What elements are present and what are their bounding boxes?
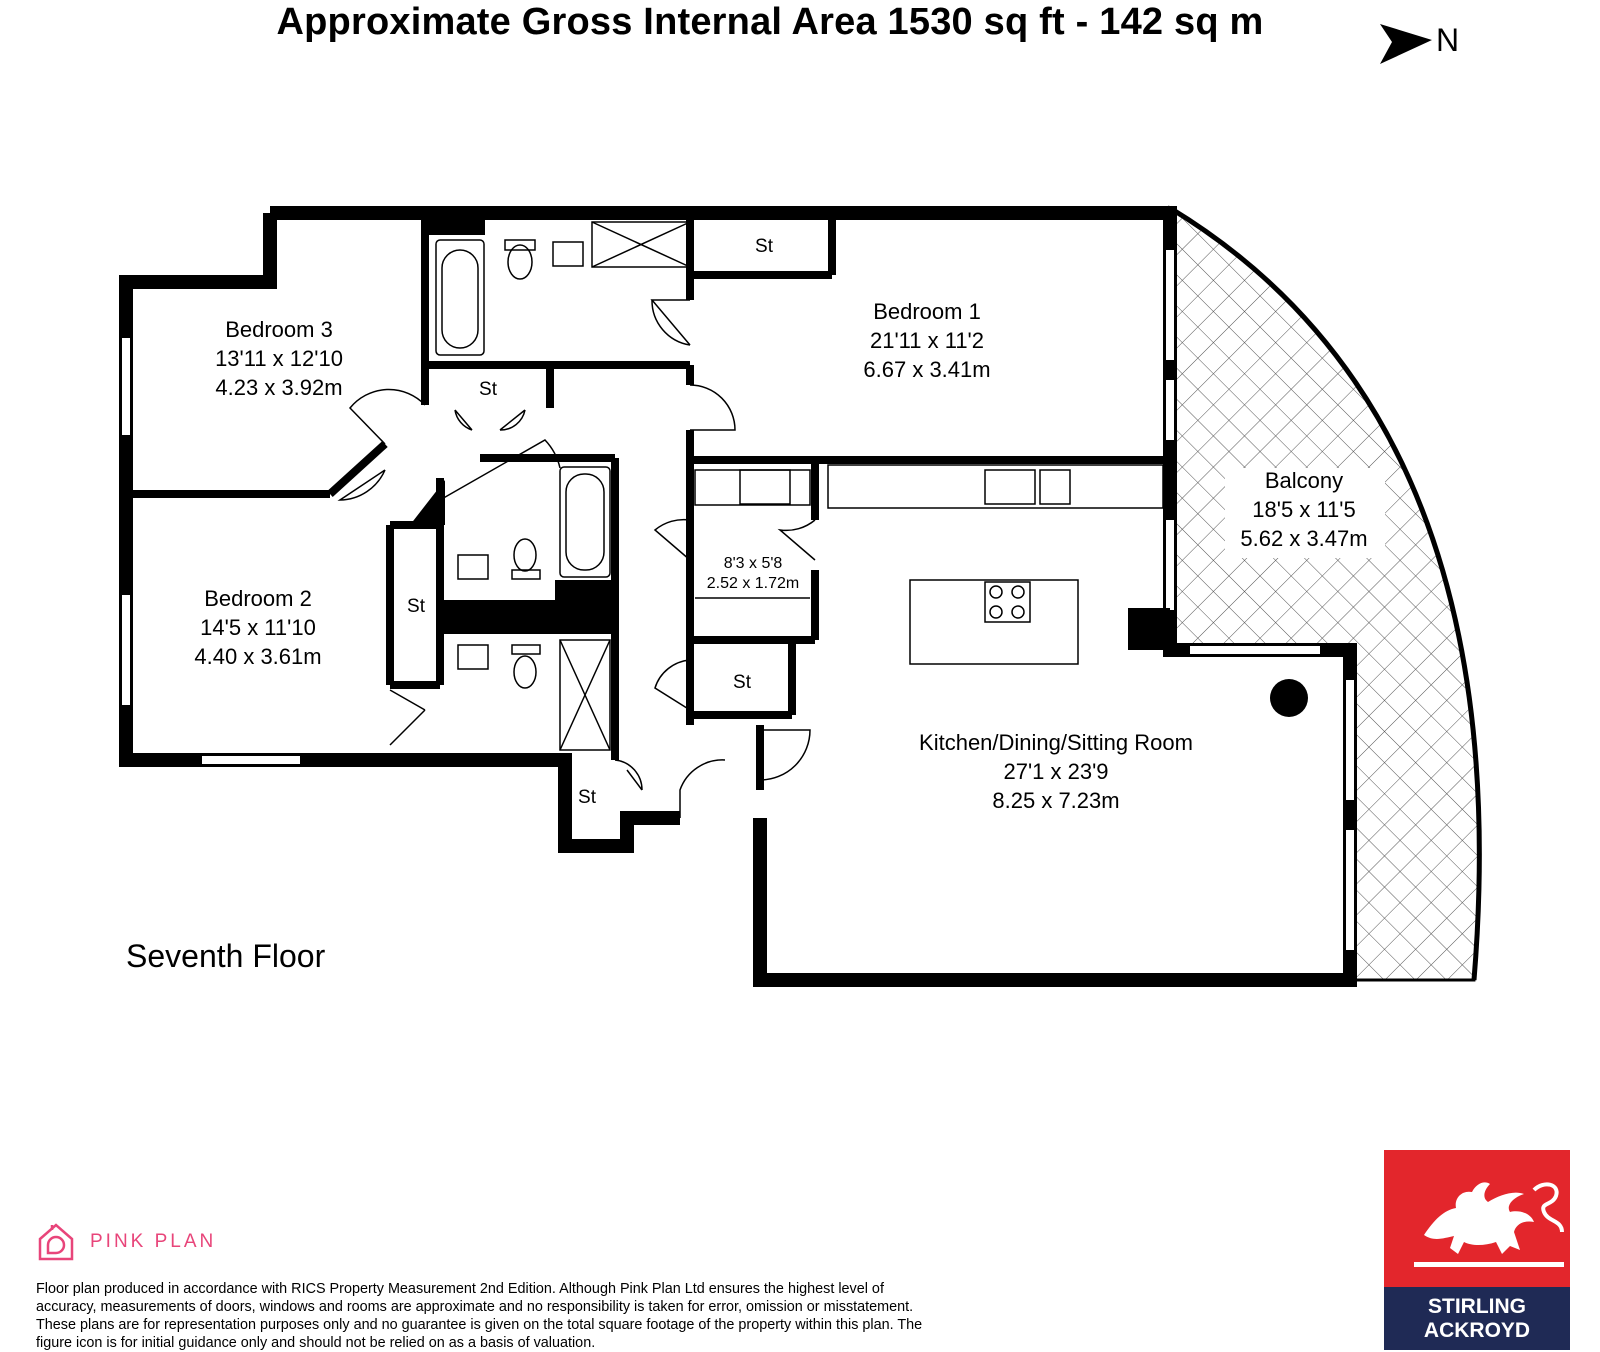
pink-plan-house-icon: [38, 1223, 74, 1261]
fixtures: [435, 221, 1164, 751]
inner-walls: [126, 213, 1170, 790]
column: [1270, 679, 1308, 717]
room-balcony: Balcony 18'5 x 11'5 5.62 x 3.47m: [1225, 468, 1385, 558]
kitchen-imperial: 27'1 x 23'9: [1003, 759, 1108, 784]
room-bedroom2: Bedroom 2 14'5 x 11'10 4.40 x 3.61m: [194, 586, 321, 669]
balcony-imperial: 18'5 x 11'5: [1252, 497, 1355, 522]
kitchen-metric: 8.25 x 7.23m: [992, 788, 1119, 813]
agent-line1: STIRLING: [1428, 1294, 1526, 1318]
bedroom2-name: Bedroom 2: [204, 586, 312, 611]
bedroom3-imperial: 13'11 x 12'10: [215, 346, 343, 371]
balcony-metric: 5.62 x 3.47m: [1240, 526, 1367, 551]
balcony-name: Balcony: [1265, 468, 1343, 493]
agent-name: STIRLING ACKROYD: [1384, 1287, 1570, 1350]
store-label-bed2: St: [407, 596, 426, 617]
windows: [122, 250, 1354, 950]
window-frames: [120, 250, 1356, 950]
agent-logo-top: [1384, 1150, 1570, 1287]
room-utility: 8'3 x 5'8 2.52 x 1.72m: [707, 555, 800, 592]
floor-name: Seventh Floor: [126, 938, 326, 974]
bedroom3-metric: 4.23 x 3.92m: [215, 375, 342, 400]
disclaimer: Floor plan produced in accordance with R…: [36, 1281, 923, 1351]
doors: [337, 299, 816, 818]
room-kitchen: Kitchen/Dining/Sitting Room 27'1 x 23'9 …: [919, 730, 1193, 813]
bedroom1-imperial: 21'11 x 11'2: [870, 328, 984, 353]
bedroom1-name: Bedroom 1: [873, 299, 981, 324]
store-label-entrance: St: [578, 787, 597, 808]
store-label-utility: St: [733, 672, 752, 693]
griffin-logo-icon: [1414, 1182, 1564, 1267]
bedroom2-metric: 4.40 x 3.61m: [194, 644, 321, 669]
pink-plan-brand: PINK PLAN: [36, 1220, 216, 1264]
bedroom1-metric: 6.67 x 3.41m: [863, 357, 990, 382]
agent-logo: STIRLING ACKROYD: [1384, 1150, 1570, 1350]
kitchen-name: Kitchen/Dining/Sitting Room: [919, 730, 1193, 755]
brand-name: PINK PLAN: [90, 1231, 217, 1252]
north-arrow-icon: [1380, 24, 1432, 64]
utility-imperial: 8'3 x 5'8: [724, 555, 783, 572]
bedroom3-name: Bedroom 3: [225, 317, 333, 342]
store-label-hall: St: [479, 379, 498, 400]
room-bedroom1: Bedroom 1 21'11 x 11'2 6.67 x 3.41m: [863, 299, 990, 382]
store-label-bed1: St: [755, 236, 774, 257]
agent-line2: ACKROYD: [1423, 1318, 1531, 1342]
balcony-area: [1166, 205, 1481, 982]
room-bedroom3: Bedroom 3 13'11 x 12'10 4.23 x 3.92m: [215, 317, 343, 400]
utility-metric: 2.52 x 1.72m: [707, 575, 800, 592]
bedroom2-imperial: 14'5 x 11'10: [200, 615, 316, 640]
outer-walls: [119, 206, 1357, 987]
page-title: Approximate Gross Internal Area 1530 sq …: [276, 1, 1264, 43]
north-label: N: [1436, 22, 1460, 58]
